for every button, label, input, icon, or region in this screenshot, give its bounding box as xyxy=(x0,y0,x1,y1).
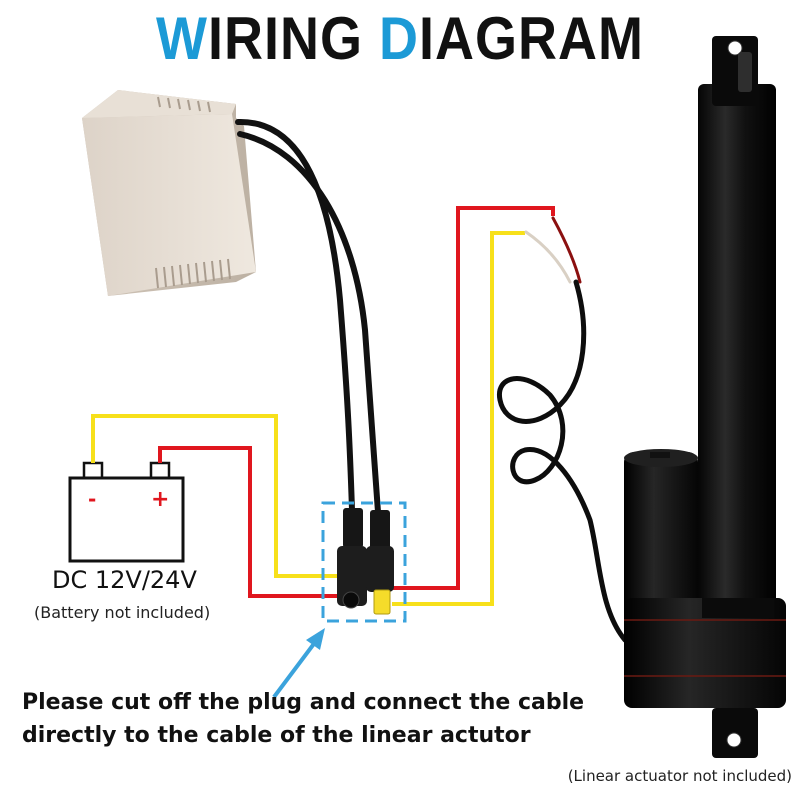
linear-actuator xyxy=(624,36,786,758)
actuator-wires xyxy=(392,206,555,606)
yellow-wire-left xyxy=(91,414,344,578)
title-rest-2: IAGRAM xyxy=(419,5,644,73)
controller-cables xyxy=(235,118,381,515)
title-initial-w: W xyxy=(156,5,208,73)
pointer-arrow xyxy=(272,628,325,699)
controller-box xyxy=(82,90,256,296)
battery-icon xyxy=(68,461,185,563)
page-title: WIRING DIAGRAM xyxy=(0,4,800,73)
battery-wires xyxy=(91,414,344,598)
title-rest-1: IRING xyxy=(207,5,379,73)
battery-plus: + xyxy=(151,487,169,512)
instruction-text: Please cut off the plug and connect the … xyxy=(22,686,584,752)
battery-minus: - xyxy=(88,487,96,511)
red-wire-right xyxy=(392,206,555,590)
red-wire-left xyxy=(158,446,344,598)
title-initial-d: D xyxy=(379,5,419,73)
actuator-cable xyxy=(497,279,628,643)
yellow-wire-right xyxy=(392,231,525,606)
battery-voltage-label: DC 12V/24V xyxy=(52,566,197,594)
dc-connector-male xyxy=(366,510,394,615)
instruction-line-2: directly to the cable of the linear actu… xyxy=(22,723,531,748)
actuator-cable-ends xyxy=(524,216,582,284)
battery-note: (Battery not included) xyxy=(34,603,211,622)
connector-highlight-box xyxy=(321,501,407,623)
dc-connector-female xyxy=(337,508,367,609)
instruction-line-1: Please cut off the plug and connect the … xyxy=(22,690,585,715)
actuator-note: (Linear actuator not included) xyxy=(567,767,792,785)
